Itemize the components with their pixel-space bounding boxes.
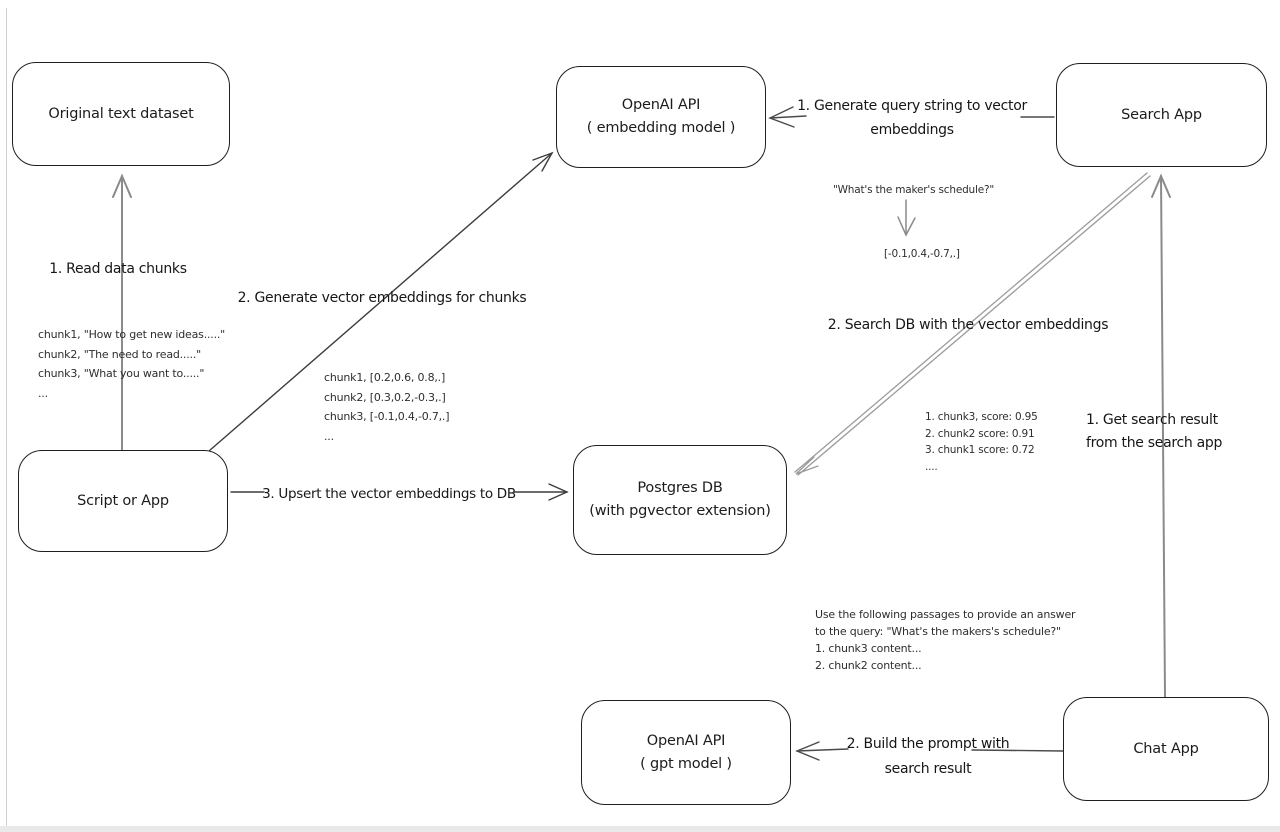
edge-label-get-search-result: 1. Get search result from the search app bbox=[1086, 412, 1223, 451]
annotation-query-string: "What's the maker's schedule?" bbox=[833, 184, 994, 196]
annotation-chunk-texts: chunk1, "How to get new ideas....." chun… bbox=[38, 328, 226, 400]
annotation-search-scores: 1. chunk3, score: 0.95 2. chunk2 score: … bbox=[925, 411, 1038, 473]
node-chat-app: Chat App bbox=[1063, 697, 1269, 801]
node-label: Script or App bbox=[77, 492, 169, 509]
canvas-left-border bbox=[6, 8, 7, 826]
node-openai-embedding: OpenAI API ( embedding model ) bbox=[556, 66, 766, 168]
canvas-bottom-edge bbox=[0, 826, 1280, 832]
arrow-get-search-result bbox=[1151, 173, 1171, 698]
arrow-upsert-to-db bbox=[230, 483, 569, 501]
arrow-read-data-chunks bbox=[112, 173, 132, 451]
node-label: Chat App bbox=[1133, 740, 1199, 757]
edge-label-read-data-chunks: 1. Read data chunks bbox=[49, 261, 187, 277]
node-script-or-app: Script or App bbox=[18, 450, 228, 552]
node-label: Original text dataset bbox=[48, 105, 194, 122]
node-label: OpenAI API ( embedding model ) bbox=[586, 97, 736, 136]
arrow-search-db bbox=[794, 172, 1151, 476]
edge-label-generate-embeddings: 2. Generate vector embeddings for chunks bbox=[237, 290, 527, 306]
arrow-generate-embeddings bbox=[208, 151, 554, 452]
node-openai-gpt: OpenAI API ( gpt model ) bbox=[581, 700, 791, 805]
node-label: Search App bbox=[1121, 106, 1202, 123]
node-original-text-dataset: Original text dataset bbox=[12, 62, 230, 166]
node-postgres-db: Postgres DB (with pgvector extension) bbox=[573, 445, 787, 555]
node-label: Postgres DB (with pgvector extension) bbox=[589, 480, 771, 519]
edge-label-build-prompt: 2. Build the prompt with search result bbox=[846, 736, 1010, 777]
annotation-query-vector: [-0.1,0.4,-0.7,.] bbox=[884, 248, 960, 260]
arrow-query-to-vector bbox=[768, 106, 1055, 128]
edge-label-upsert-to-db: 3. Upsert the vector embeddings to DB bbox=[262, 486, 516, 502]
node-label: OpenAI API ( gpt model ) bbox=[640, 732, 732, 772]
arrow-query-string-down bbox=[897, 199, 916, 237]
node-search-app: Search App bbox=[1056, 63, 1267, 167]
edge-label-search-db: 2. Search DB with the vector embeddings bbox=[827, 317, 1109, 333]
annotation-prompt-text: Use the following passages to provide an… bbox=[815, 608, 1076, 672]
edge-label-query-to-vector: 1. Generate query string to vector embed… bbox=[797, 98, 1027, 138]
arrow-build-prompt bbox=[795, 741, 1064, 761]
annotation-chunk-vectors: chunk1, [0.2,0.6, 0.8,.] chunk2, [0.3,0.… bbox=[324, 371, 450, 443]
